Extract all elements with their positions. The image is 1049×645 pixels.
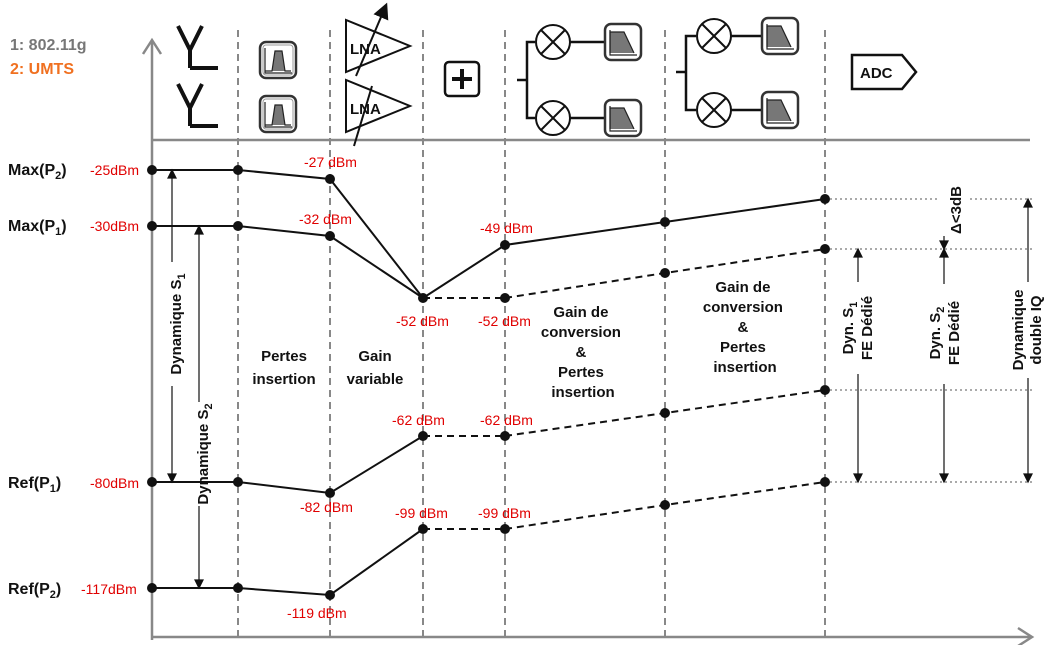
right-reference-lines — [830, 198, 1035, 483]
lna-label: LNA — [350, 101, 381, 118]
legend-item-802-11g: 1: 802.11g — [10, 37, 87, 54]
level-label-max-p2: Max(P2) — [8, 162, 67, 182]
annotation-value: -27 dBm — [304, 154, 357, 170]
adc-block-icon: ADC — [850, 53, 918, 91]
mixer-icon — [535, 100, 571, 136]
antenna-icon — [176, 83, 218, 128]
lowpass-filter-icon — [603, 98, 643, 138]
lna-amplifier-icon: LNA — [345, 78, 413, 147]
stage-label-conversion-1: Gain de conversion & Pertes insertion — [541, 304, 625, 401]
annotation-value: -52 dBm — [396, 313, 449, 329]
label-delta-3db: Δ<3dB — [948, 186, 965, 234]
bandpass-filter-icon — [258, 40, 298, 80]
adc-label: ADC — [860, 65, 893, 82]
level-value-max-p2: -25dBm — [90, 162, 139, 178]
annotation-value: -52 dBm — [478, 313, 531, 329]
lowpass-filter-icon — [603, 22, 643, 62]
level-value-max-p1: -30dBm — [90, 218, 139, 234]
antenna-icon — [176, 25, 218, 70]
annotation-value: -119 dBm — [287, 605, 347, 621]
label-dynamique-double-iq: Dynamiquedouble IQ — [1010, 290, 1045, 371]
legend-item-umts: 2: UMTS — [10, 61, 74, 78]
level-value-ref-p2: -117dBm — [81, 581, 137, 597]
label-dyn-s1-fe-dedie: Dyn. S1FE Dédié — [840, 296, 876, 360]
lna-amplifier-icon: LNA — [345, 2, 413, 77]
mixer-icon — [696, 18, 732, 54]
annotation-value: -62 dBm — [392, 412, 445, 428]
mixer-icon — [535, 24, 571, 60]
bandpass-filter-icon — [258, 94, 298, 134]
level-value-ref-p1: -80dBm — [90, 475, 139, 491]
annotation-value: -49 dBm — [480, 220, 533, 236]
annotation-value: -62 dBm — [480, 412, 533, 428]
level-label-ref-p1: Ref(P1) — [8, 475, 61, 495]
signal-points — [147, 165, 830, 600]
annotation-value: -32 dBm — [299, 211, 352, 227]
lna-label: LNA — [350, 41, 381, 58]
lowpass-filter-icon — [760, 90, 800, 130]
annotation-value: -99 dBm — [478, 505, 531, 521]
axes — [141, 37, 1035, 645]
label-dyn-s2-fe-dedie: Dyn. S2FE Dédié — [927, 301, 963, 365]
combiner-plus-icon — [443, 60, 481, 98]
level-annotations: -27 dBm -32 dBm -52 dBm -52 dBm -49 dBm … — [287, 154, 533, 621]
annotation-value: -82 dBm — [300, 499, 353, 515]
dynamic-range-arrows-left — [167, 168, 204, 590]
iq-mixer-stage-1 — [517, 22, 643, 138]
mixer-icon — [696, 92, 732, 128]
label-dynamique-s1: Dynamique S1 — [168, 273, 188, 374]
level-label-max-p1: Max(P1) — [8, 218, 67, 238]
annotation-value: -99 dBm — [395, 505, 448, 521]
stage-label-conversion-2: Gain de conversion & Pertes insertion — [703, 279, 787, 376]
iq-mixer-stage-2 — [676, 16, 800, 130]
lowpass-filter-icon — [760, 16, 800, 56]
level-label-ref-p2: Ref(P2) — [8, 581, 61, 601]
label-dynamique-s2: Dynamique S2 — [195, 403, 215, 504]
stage-dividers — [237, 30, 826, 640]
